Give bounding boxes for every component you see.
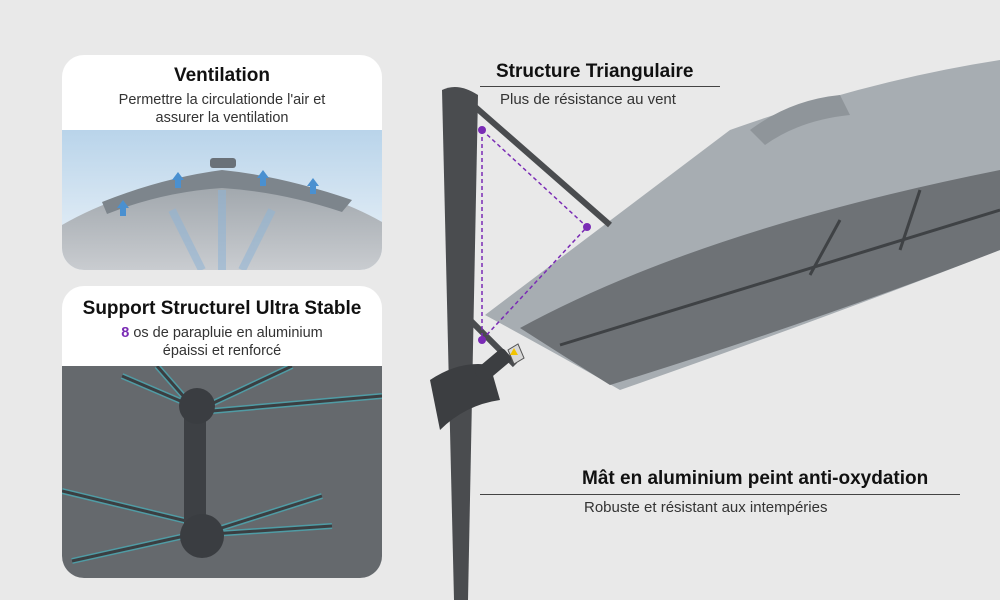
mast-divider [480, 494, 960, 495]
structure-divider [480, 86, 720, 87]
ventilation-title: Ventilation [173, 65, 271, 86]
support-card: Support Structurel Ultra Stable 8 os de … [62, 286, 382, 578]
ventilation-line-1: Permettre la circulationde l'air et [118, 92, 326, 108]
support-title: Support Structurel Ultra Stable [82, 298, 362, 319]
triangle-diagram [481, 129, 588, 341]
umbrella-illustration [430, 60, 1000, 600]
support-ribs-photo [62, 366, 382, 578]
mast-subtitle: Robuste et résistant aux intempéries [584, 499, 828, 516]
support-line-1-text: os de parapluie en aluminium [129, 325, 323, 341]
structure-title: Structure Triangulaire [496, 61, 694, 82]
mast [442, 86, 478, 600]
airflow-arrow-icon [117, 170, 319, 216]
ventilation-card: Ventilation Permettre la circulationde l… [62, 55, 382, 270]
mast-title: Mât en aluminium peint anti-oxydation [582, 468, 929, 489]
support-line-1: 8 os de parapluie en aluminium [62, 324, 382, 342]
ventilation-line-2: assurer la ventilation [155, 110, 289, 126]
canopy-underside [520, 170, 1000, 385]
rib-count: 8 [121, 325, 130, 341]
structure-subtitle: Plus de résistance au vent [500, 91, 676, 108]
ventilation-photo [62, 130, 382, 270]
support-line-2: épaissi et renforcé [162, 343, 282, 359]
